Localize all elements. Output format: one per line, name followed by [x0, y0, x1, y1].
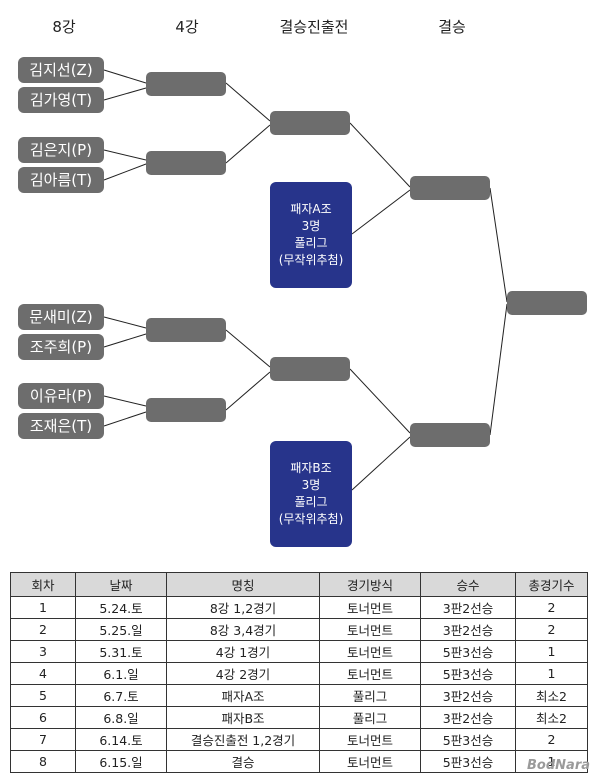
- table-cell: 최소2: [515, 706, 588, 729]
- table-cell: 결승진출전 1,2경기: [166, 728, 320, 751]
- table-cell: 최소2: [515, 684, 588, 707]
- loser-group-a: 패자A조 3명 풀리그 (무작위추첨): [270, 182, 352, 288]
- final-qualifier-slot: [410, 423, 490, 447]
- col-header: 날짜: [75, 572, 167, 597]
- table-cell: 풀리그: [319, 706, 421, 729]
- group-size: 3명: [301, 478, 321, 492]
- table-cell: 토너먼트: [319, 618, 421, 641]
- table-cell: 토너먼트: [319, 662, 421, 685]
- table-cell: 토너먼트: [319, 640, 421, 663]
- player-slot: 문새미(Z): [18, 304, 104, 330]
- table-cell: 1: [515, 750, 588, 773]
- table-cell: 8: [10, 750, 76, 773]
- table-row: 4 6.1.일 4강 2경기 토너먼트 5판3선승 1: [10, 662, 588, 685]
- table-cell: 5판3선승: [420, 728, 516, 751]
- table-row: 7 6.14.토 결승진출전 1,2경기 토너먼트 5판3선승 2: [10, 728, 588, 751]
- table-cell: 2: [515, 618, 588, 641]
- final-slot: [507, 291, 587, 315]
- group-label: 패자A조: [290, 202, 332, 216]
- group-draw: (무작위추첨): [278, 253, 344, 267]
- group-format: 풀리그: [294, 495, 328, 509]
- table-cell: 2: [515, 596, 588, 619]
- table-cell: 6.1.일: [75, 662, 167, 685]
- table-cell: 5.25.일: [75, 618, 167, 641]
- table-cell: 4강 1경기: [166, 640, 320, 663]
- table-cell: 패자A조: [166, 684, 320, 707]
- loser-group-b: 패자B조 3명 풀리그 (무작위추첨): [270, 441, 352, 547]
- table-cell: 5판3선승: [420, 750, 516, 773]
- group-label: 패자B조: [290, 461, 332, 475]
- header-round-of-4: 4강: [175, 18, 199, 36]
- round4-slot: [146, 398, 226, 422]
- table-cell: 8강 1,2경기: [166, 596, 320, 619]
- table-cell: 6.7.토: [75, 684, 167, 707]
- table-row: 6 6.8.일 패자B조 풀리그 3판2선승 최소2: [10, 706, 588, 729]
- table-row: 2 5.25.일 8강 3,4경기 토너먼트 3판2선승 2: [10, 618, 588, 641]
- table-header-row: 회차 날짜 명칭 경기방식 승수 총경기수: [10, 572, 588, 597]
- table-cell: 결승: [166, 750, 320, 773]
- table-cell: 5: [10, 684, 76, 707]
- col-header: 승수: [420, 572, 516, 597]
- table-cell: 1: [515, 640, 588, 663]
- table-cell: 토너먼트: [319, 728, 421, 751]
- table-cell: 8강 3,4경기: [166, 618, 320, 641]
- final-qualifier-slot: [410, 176, 490, 200]
- table-cell: 6.8.일: [75, 706, 167, 729]
- col-header: 경기방식: [319, 572, 421, 597]
- table-cell: 토너먼트: [319, 596, 421, 619]
- round4-slot: [146, 151, 226, 175]
- table-cell: 풀리그: [319, 684, 421, 707]
- table-cell: 5판3선승: [420, 662, 516, 685]
- table-cell: 5.31.토: [75, 640, 167, 663]
- table-cell: 3: [10, 640, 76, 663]
- table-row: 8 6.15.일 결승 토너먼트 5판3선승 1: [10, 750, 588, 773]
- player-slot: 김가영(T): [18, 87, 104, 113]
- col-header: 회차: [10, 572, 76, 597]
- col-header: 명칭: [166, 572, 320, 597]
- schedule-table: 회차 날짜 명칭 경기방식 승수 총경기수 1 5.24.토 8강 1,2경기 …: [10, 572, 588, 773]
- player-slot: 조재은(T): [18, 413, 104, 439]
- table-row: 5 6.7.토 패자A조 풀리그 3판2선승 최소2: [10, 684, 588, 707]
- table-row: 1 5.24.토 8강 1,2경기 토너먼트 3판2선승 2: [10, 596, 588, 619]
- table-cell: 3판2선승: [420, 618, 516, 641]
- table-cell: 1: [515, 662, 588, 685]
- table-cell: 4강 2경기: [166, 662, 320, 685]
- round4-slot: [146, 318, 226, 342]
- table-cell: 6.15.일: [75, 750, 167, 773]
- round4-slot: [146, 72, 226, 96]
- player-slot: 이유라(P): [18, 383, 104, 409]
- group-draw: (무작위추첨): [278, 512, 344, 526]
- table-cell: 7: [10, 728, 76, 751]
- table-cell: 토너먼트: [319, 750, 421, 773]
- table-cell: 패자B조: [166, 706, 320, 729]
- player-slot: 김아름(T): [18, 167, 104, 193]
- semifinal-slot: [270, 111, 350, 135]
- header-round-of-8: 8강: [52, 18, 76, 36]
- table-row: 3 5.31.토 4강 1경기 토너먼트 5판3선승 1: [10, 640, 588, 663]
- table-cell: 3판2선승: [420, 684, 516, 707]
- table-cell: 5.24.토: [75, 596, 167, 619]
- table-cell: 2: [10, 618, 76, 641]
- table-cell: 2: [515, 728, 588, 751]
- table-cell: 4: [10, 662, 76, 685]
- bracket-lines: [103, 69, 508, 491]
- player-slot: 조주희(P): [18, 334, 104, 360]
- group-size: 3명: [301, 219, 321, 233]
- table-cell: 5판3선승: [420, 640, 516, 663]
- player-slot: 김지선(Z): [18, 57, 104, 83]
- table-cell: 6.14.토: [75, 728, 167, 751]
- header-semifinal: 결승진출전: [279, 18, 349, 36]
- table-cell: 3판2선승: [420, 596, 516, 619]
- col-header: 총경기수: [515, 572, 588, 597]
- table-cell: 6: [10, 706, 76, 729]
- semifinal-slot: [270, 357, 350, 381]
- table-cell: 1: [10, 596, 76, 619]
- player-slot: 김은지(P): [18, 137, 104, 163]
- table-cell: 3판2선승: [420, 706, 516, 729]
- watermark-logo: BodNara: [527, 758, 590, 773]
- header-final: 결승: [438, 18, 466, 36]
- group-format: 풀리그: [294, 236, 328, 250]
